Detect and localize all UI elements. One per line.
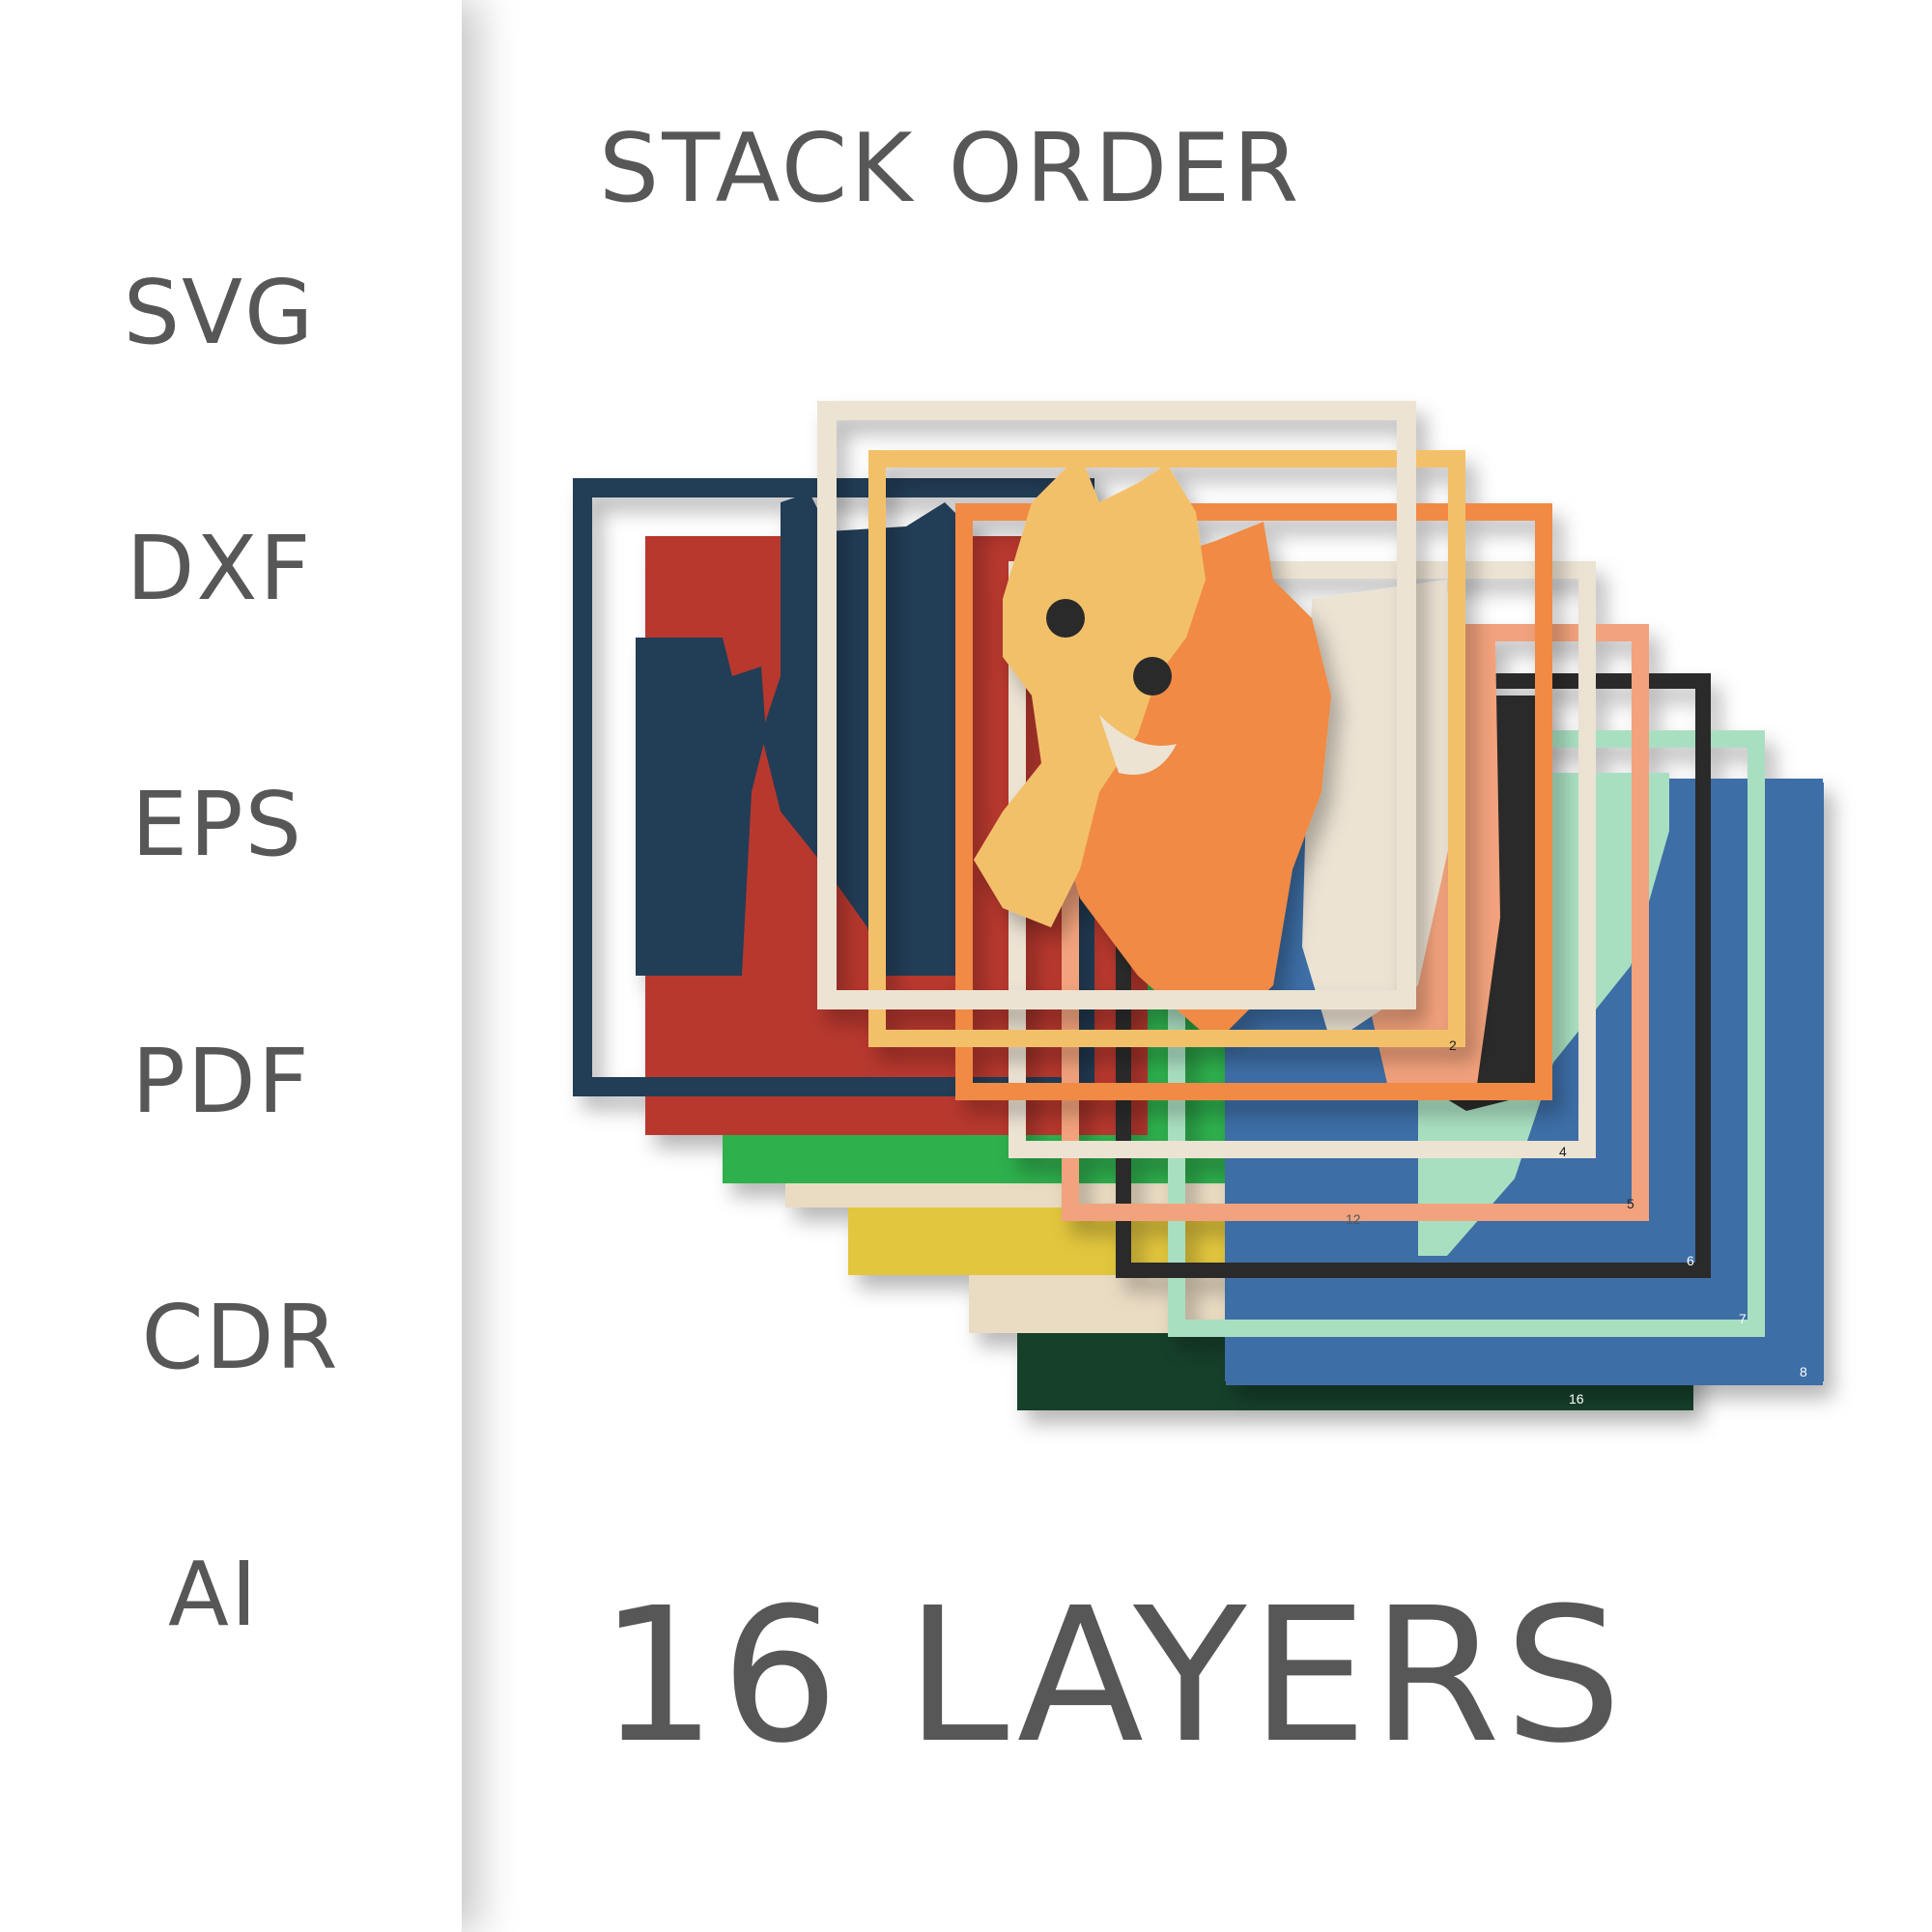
layer-number-2: 2 bbox=[1449, 1037, 1457, 1053]
format-label-pdf: PDF bbox=[131, 1030, 311, 1133]
layer-number-12: 12 bbox=[1346, 1211, 1361, 1227]
format-sidebar: SVG DXF EPS PDF CDR AI bbox=[0, 0, 462, 1932]
format-label-eps: EPS bbox=[130, 773, 303, 876]
layer-light-orange-frame bbox=[868, 450, 1465, 1047]
stack-order-heading: STACK ORDER bbox=[599, 114, 1302, 224]
format-label-cdr: CDR bbox=[141, 1286, 340, 1389]
cat-body-light-orange bbox=[974, 454, 1206, 927]
cat-eye-left bbox=[1046, 599, 1085, 638]
layer-orange-frame bbox=[955, 503, 1552, 1100]
format-label-svg: SVG bbox=[123, 261, 316, 364]
layer-number-8: 8 bbox=[1800, 1364, 1807, 1379]
layer-navy-cat-silhouette bbox=[761, 493, 964, 976]
layer-navy-silhouette bbox=[636, 638, 766, 976]
layer-number-5: 5 bbox=[1627, 1196, 1634, 1211]
format-label-ai: AI bbox=[167, 1543, 260, 1646]
main-panel: STACK ORDER bbox=[462, 0, 1932, 1932]
cat-mouth bbox=[1099, 715, 1177, 775]
layer-number-7: 7 bbox=[1739, 1311, 1747, 1326]
layer-number-4: 4 bbox=[1559, 1144, 1567, 1159]
format-label-dxf: DXF bbox=[126, 517, 313, 620]
layer-beige-shape bbox=[1302, 580, 1457, 1043]
layer-stack-illustration: 2 4 5 6 7 8 12 16 bbox=[573, 401, 1824, 1410]
cat-eye-right bbox=[1133, 657, 1172, 696]
layer-count-heading: 16 LAYERS bbox=[599, 1569, 1627, 1784]
layer-top-beige-frame bbox=[817, 401, 1416, 1009]
layer-number-6: 6 bbox=[1687, 1253, 1694, 1268]
layer-number-16: 16 bbox=[1569, 1391, 1584, 1406]
